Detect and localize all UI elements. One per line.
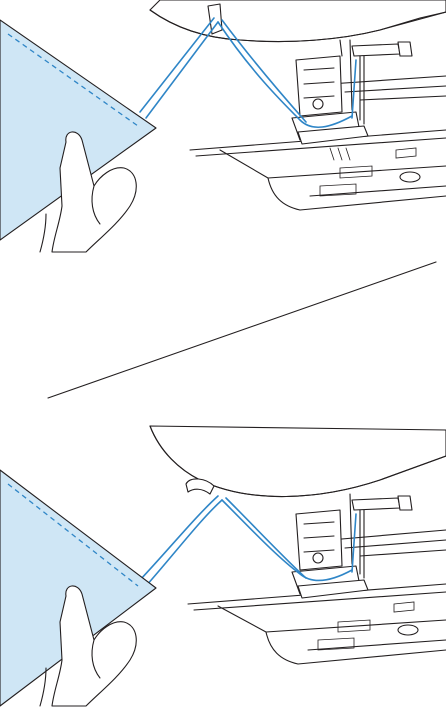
divider-line: [48, 262, 436, 398]
presser-foot: [292, 40, 412, 144]
panel-top: [0, 0, 446, 252]
presser-foot: [292, 494, 412, 598]
panel-bottom: [0, 426, 446, 706]
machine-arm: [150, 0, 446, 42]
